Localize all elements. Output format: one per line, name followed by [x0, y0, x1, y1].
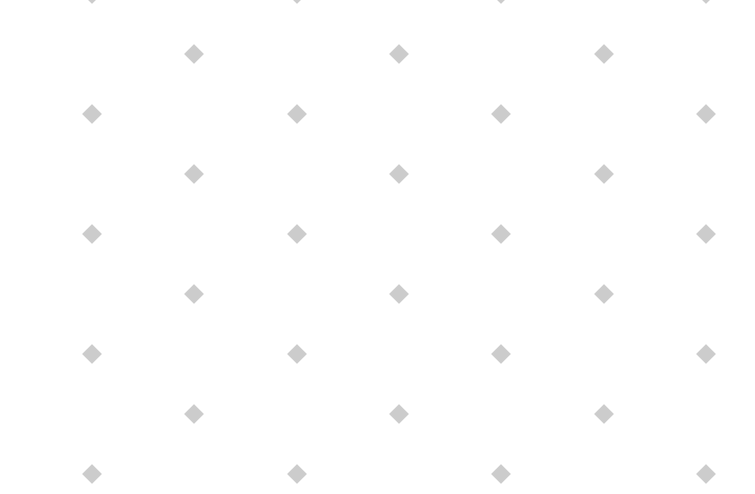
- diamond-icon: [491, 464, 512, 484]
- diamond-icon: [695, 0, 716, 4]
- diamond-icon: [695, 224, 716, 244]
- diamond-icon: [82, 224, 102, 244]
- diamond-icon: [184, 164, 205, 184]
- diamond-icon: [491, 224, 512, 244]
- diamond-icon: [82, 464, 102, 484]
- diamond-icon: [184, 284, 205, 304]
- diamond-icon: [286, 464, 307, 484]
- diamond-icon: [388, 404, 409, 424]
- diamond-icon: [184, 404, 205, 424]
- diamond-icon: [695, 344, 716, 364]
- diamond-icon: [593, 284, 614, 304]
- diamond-icon: [388, 44, 409, 64]
- diamond-icon: [695, 104, 716, 124]
- diamond-icon: [286, 224, 307, 244]
- diamond-icon: [593, 164, 614, 184]
- diamond-icon: [82, 104, 102, 124]
- diamond-icon: [82, 0, 102, 4]
- diamond-icon: [695, 464, 716, 484]
- diamond-icon: [82, 344, 102, 364]
- diamond-icon: [491, 0, 512, 4]
- diamond-icon: [593, 44, 614, 64]
- diamond-icon: [286, 344, 307, 364]
- diamond-icon: [491, 344, 512, 364]
- diamond-icon: [593, 404, 614, 424]
- diamond-icon: [388, 164, 409, 184]
- diamond-icon: [286, 104, 307, 124]
- diamond-icon: [491, 104, 512, 124]
- diamond-icon: [286, 0, 307, 4]
- diamond-icon: [184, 44, 205, 64]
- diamond-icon: [388, 284, 409, 304]
